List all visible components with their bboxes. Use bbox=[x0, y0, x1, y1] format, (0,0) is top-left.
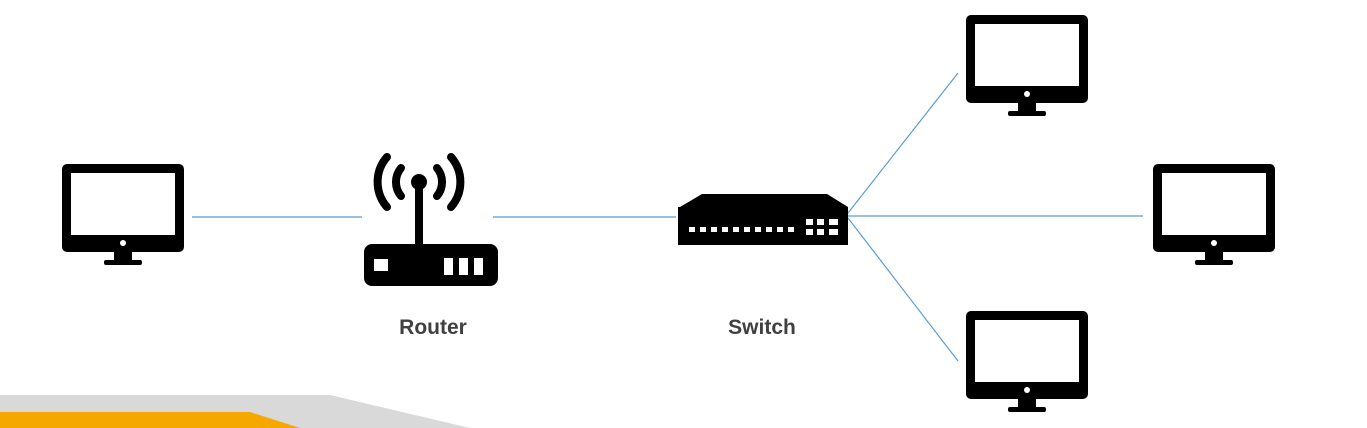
footer-decoration bbox=[0, 395, 470, 428]
link-switch-to-computer-top bbox=[847, 72, 959, 214]
switch-icon bbox=[678, 194, 848, 245]
router-icon bbox=[364, 153, 498, 286]
router-label: Router bbox=[399, 316, 467, 339]
switch-label: Switch bbox=[728, 316, 796, 339]
link-switch-to-computer-bottom bbox=[847, 217, 959, 362]
computer-bottom-icon bbox=[966, 311, 1088, 412]
computer-middle-icon bbox=[1153, 164, 1275, 265]
links bbox=[192, 72, 1143, 362]
computer-top-icon bbox=[966, 15, 1088, 116]
computer-left-icon bbox=[62, 164, 184, 265]
